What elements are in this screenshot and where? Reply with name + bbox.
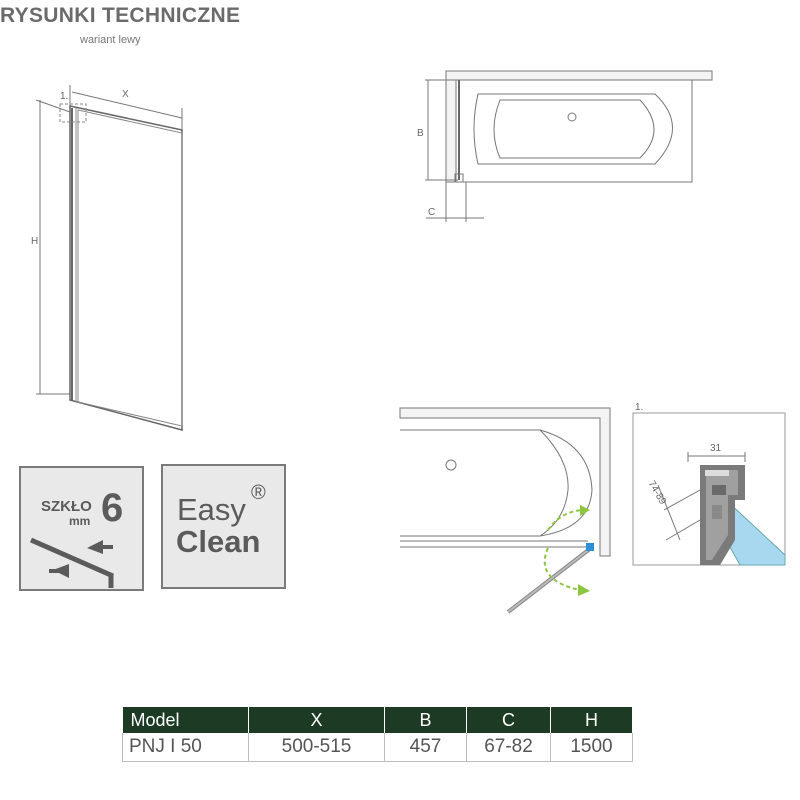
registered-mark: ® [251, 482, 266, 504]
header-h: H [550, 707, 633, 733]
clean-word: Clean [176, 524, 261, 559]
cell-h: 1500 [550, 733, 633, 762]
header-b: B [384, 707, 467, 733]
detail-view-drawing [632, 412, 786, 566]
arrow-down-head [578, 584, 590, 596]
easy-clean-badge: Easy ® Clean [161, 464, 286, 589]
cell-b: 457 [384, 733, 467, 762]
page-subtitle: wariant lewy [80, 34, 141, 46]
header-model: Model [122, 707, 249, 733]
top-dim-b: B [417, 128, 424, 139]
cell-model: PNJ I 50 [122, 733, 249, 762]
easy-word: Easy [177, 492, 246, 527]
top-dim-c: C [428, 207, 435, 218]
arrow-up-head [580, 505, 590, 516]
glass-value: 6 [101, 486, 124, 530]
front-detail-ref: 1. [60, 91, 68, 102]
top-view-drawing [425, 70, 713, 222]
glass-label: SZKŁO [41, 498, 92, 515]
header-c: C [466, 707, 551, 733]
swing-arrows [543, 509, 583, 591]
glass-thickness-badge: SZKŁO mm 6 [19, 466, 144, 591]
cell-c: 67-82 [466, 733, 551, 762]
hinge-marker [586, 543, 594, 551]
table-header-row: Model X B C H [122, 707, 633, 733]
header-x: X [248, 707, 385, 733]
page-title: RYSUNKI TECHNICZNE [0, 4, 241, 27]
glass-pane-icon [29, 537, 115, 588]
glass-unit: mm [69, 514, 91, 528]
front-view-drawing [35, 85, 183, 431]
cell-x: 500-515 [248, 733, 385, 762]
front-dim-h: H [31, 236, 38, 247]
front-dim-x: X [122, 89, 129, 100]
detail-dim-width: 31 [710, 443, 722, 454]
detail-ref: 1. [635, 402, 643, 413]
spec-table: Model X B C H PNJ I 50 500-515 457 67-82… [122, 707, 633, 762]
table-row: PNJ I 50 500-515 457 67-82 1500 [122, 733, 633, 762]
swing-view-drawing [399, 407, 611, 614]
